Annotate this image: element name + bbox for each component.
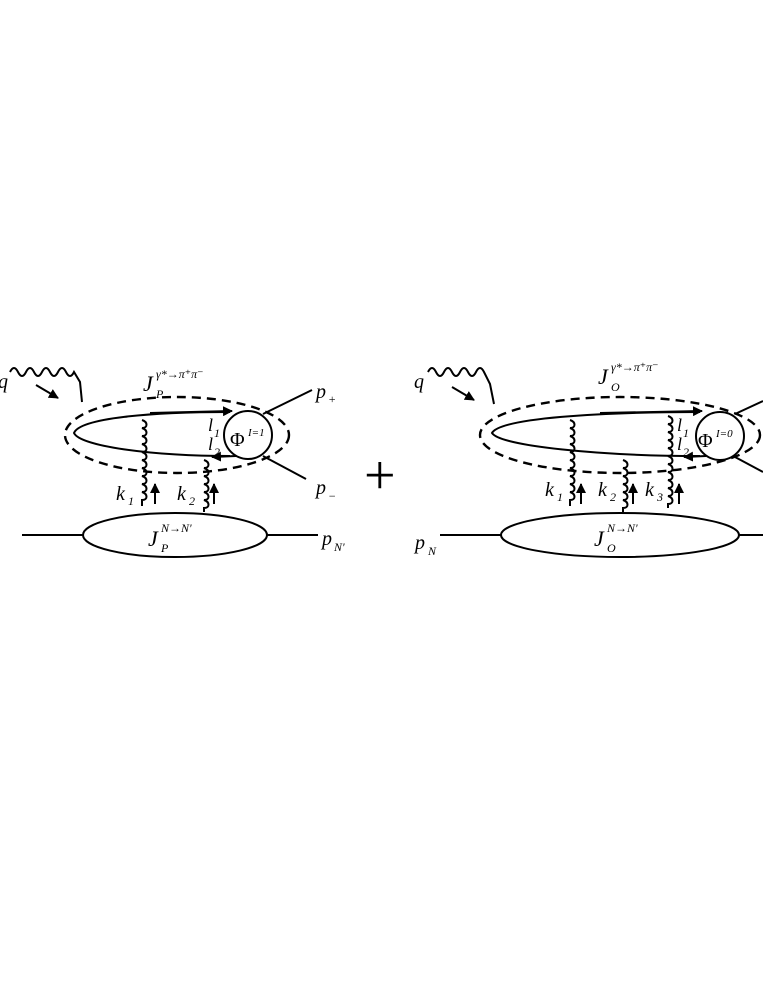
gluon-label-k2-right: k 2 — [598, 479, 616, 504]
pion-minus-label: p − — [314, 477, 336, 503]
gluon-label-k1-left: k 1 — [116, 483, 134, 508]
photon-label-left: q — [0, 371, 8, 393]
panel-pomeron: q J P γ*→π⁺π⁻ Φ I=1 l 1 l 2 — [0, 367, 345, 558]
gluon-k2-right — [622, 459, 629, 512]
quark-label-l1-right: l 1 — [677, 415, 689, 440]
pair-current-region-left — [63, 395, 291, 475]
photon-label-right: q — [414, 371, 424, 393]
quark-arrow-top-left — [149, 406, 233, 417]
gluon-k2-left — [203, 459, 210, 512]
gluon-label-k3-right: k 3 — [645, 479, 663, 504]
nucleon-current-left — [82, 512, 268, 558]
pair-current-region-right — [478, 395, 762, 475]
gluon-k1-right — [569, 419, 576, 506]
pion-blob-left — [223, 410, 273, 460]
quark-loop-right — [490, 411, 701, 457]
nucleon-current-right — [500, 512, 740, 558]
gluon-label-k2-left: k 2 — [177, 483, 195, 508]
pion-plus-line-right — [734, 400, 763, 415]
nucleon-current-label-right: J O N→N' — [594, 521, 638, 556]
nucleon-in-label: p N — [413, 532, 437, 558]
quark-loop-left — [72, 411, 231, 457]
gluon-k1-left — [141, 419, 148, 506]
photon-momentum-arrow-left — [35, 384, 59, 399]
pion-blob-label-right: Φ I=0 — [698, 428, 733, 452]
pion-blob-label-left: Φ I=1 — [230, 427, 265, 451]
photon-line-left — [9, 367, 83, 403]
nucleon-current-label-left: J P N→N' — [148, 521, 192, 556]
quark-arrow-bottom-right — [683, 451, 707, 462]
pion-blob-right — [695, 411, 745, 461]
photon-momentum-arrow-right — [451, 386, 475, 401]
pion-plus-label: p + — [314, 381, 336, 406]
quark-label-l2-left: l 2 — [208, 434, 220, 459]
quark-label-l1-left: l 1 — [208, 415, 220, 440]
gluon-k3-right — [667, 415, 674, 508]
pair-current-label-right: J O γ*→π⁺π⁻ — [598, 360, 658, 395]
pion-minus-line-right — [734, 456, 763, 473]
pion-plus-line-left — [262, 389, 313, 415]
panel-odderon: q J O γ*→π⁺π⁻ Φ I=0 l 1 l 2 — [413, 360, 763, 558]
pair-current-label-left: J P γ*→π⁺π⁻ — [143, 367, 203, 402]
quark-label-l2-right: l 2 — [677, 434, 689, 459]
nucleon-out-label: p N' — [320, 528, 345, 554]
photon-line-right — [427, 367, 495, 405]
pion-minus-line-left — [262, 455, 307, 480]
gluon-label-k1-right: k 1 — [545, 479, 563, 504]
plus-operator: + — [364, 445, 396, 507]
quark-arrow-bottom-left — [211, 451, 237, 462]
quark-arrow-top-right — [599, 406, 703, 417]
